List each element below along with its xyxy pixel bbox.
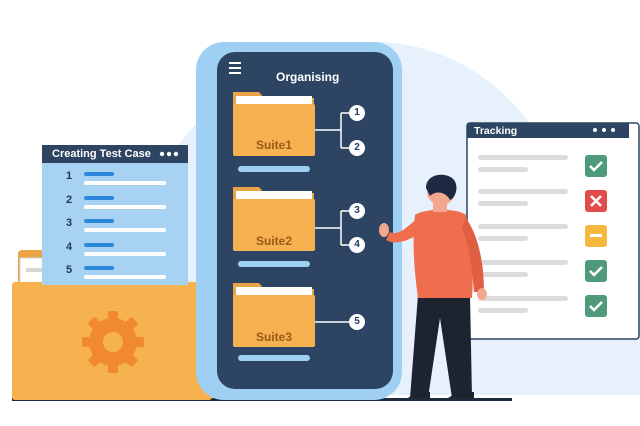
step-line-5 (84, 266, 166, 279)
step-number-5: 5 (65, 264, 73, 276)
phone-title-organising: Organising (276, 70, 340, 84)
test-case-panel (42, 145, 188, 285)
minus-icon (585, 225, 607, 247)
step-line-2 (84, 196, 166, 209)
link-number-4: 4 (354, 239, 360, 250)
check-icon (585, 155, 607, 177)
link-number-3: 3 (354, 205, 360, 216)
step-number-2: 2 (65, 194, 73, 206)
suite-folder-3 (233, 283, 315, 361)
suite-folder-1 (233, 92, 315, 172)
gear-icon (82, 311, 144, 373)
suite-folder-2 (233, 187, 315, 267)
step-number-3: 3 (65, 217, 73, 229)
link-number-5: 5 (354, 316, 360, 327)
link-number-2: 2 (354, 142, 360, 153)
step-line-3 (84, 219, 166, 232)
suite-label-3: Suite3 (255, 330, 292, 344)
person-figure (379, 174, 487, 398)
step-number-4: 4 (65, 241, 73, 253)
step-number-1: 1 (65, 170, 73, 182)
cross-icon (585, 190, 607, 212)
suite-label-1: Suite1 (255, 138, 292, 152)
suite-connectors (315, 112, 350, 323)
link-number-1: 1 (354, 107, 360, 118)
step-line-1 (84, 172, 166, 185)
panel-title-creating-test-case: Creating Test Case (52, 148, 151, 160)
link-circles (349, 105, 365, 330)
check-icon (585, 295, 607, 317)
step-line-4 (84, 243, 166, 256)
panel-title-tracking: Tracking (474, 125, 518, 137)
suite-label-2: Suite2 (255, 234, 292, 248)
check-icon (585, 260, 607, 282)
tracking-panel (466, 122, 640, 340)
